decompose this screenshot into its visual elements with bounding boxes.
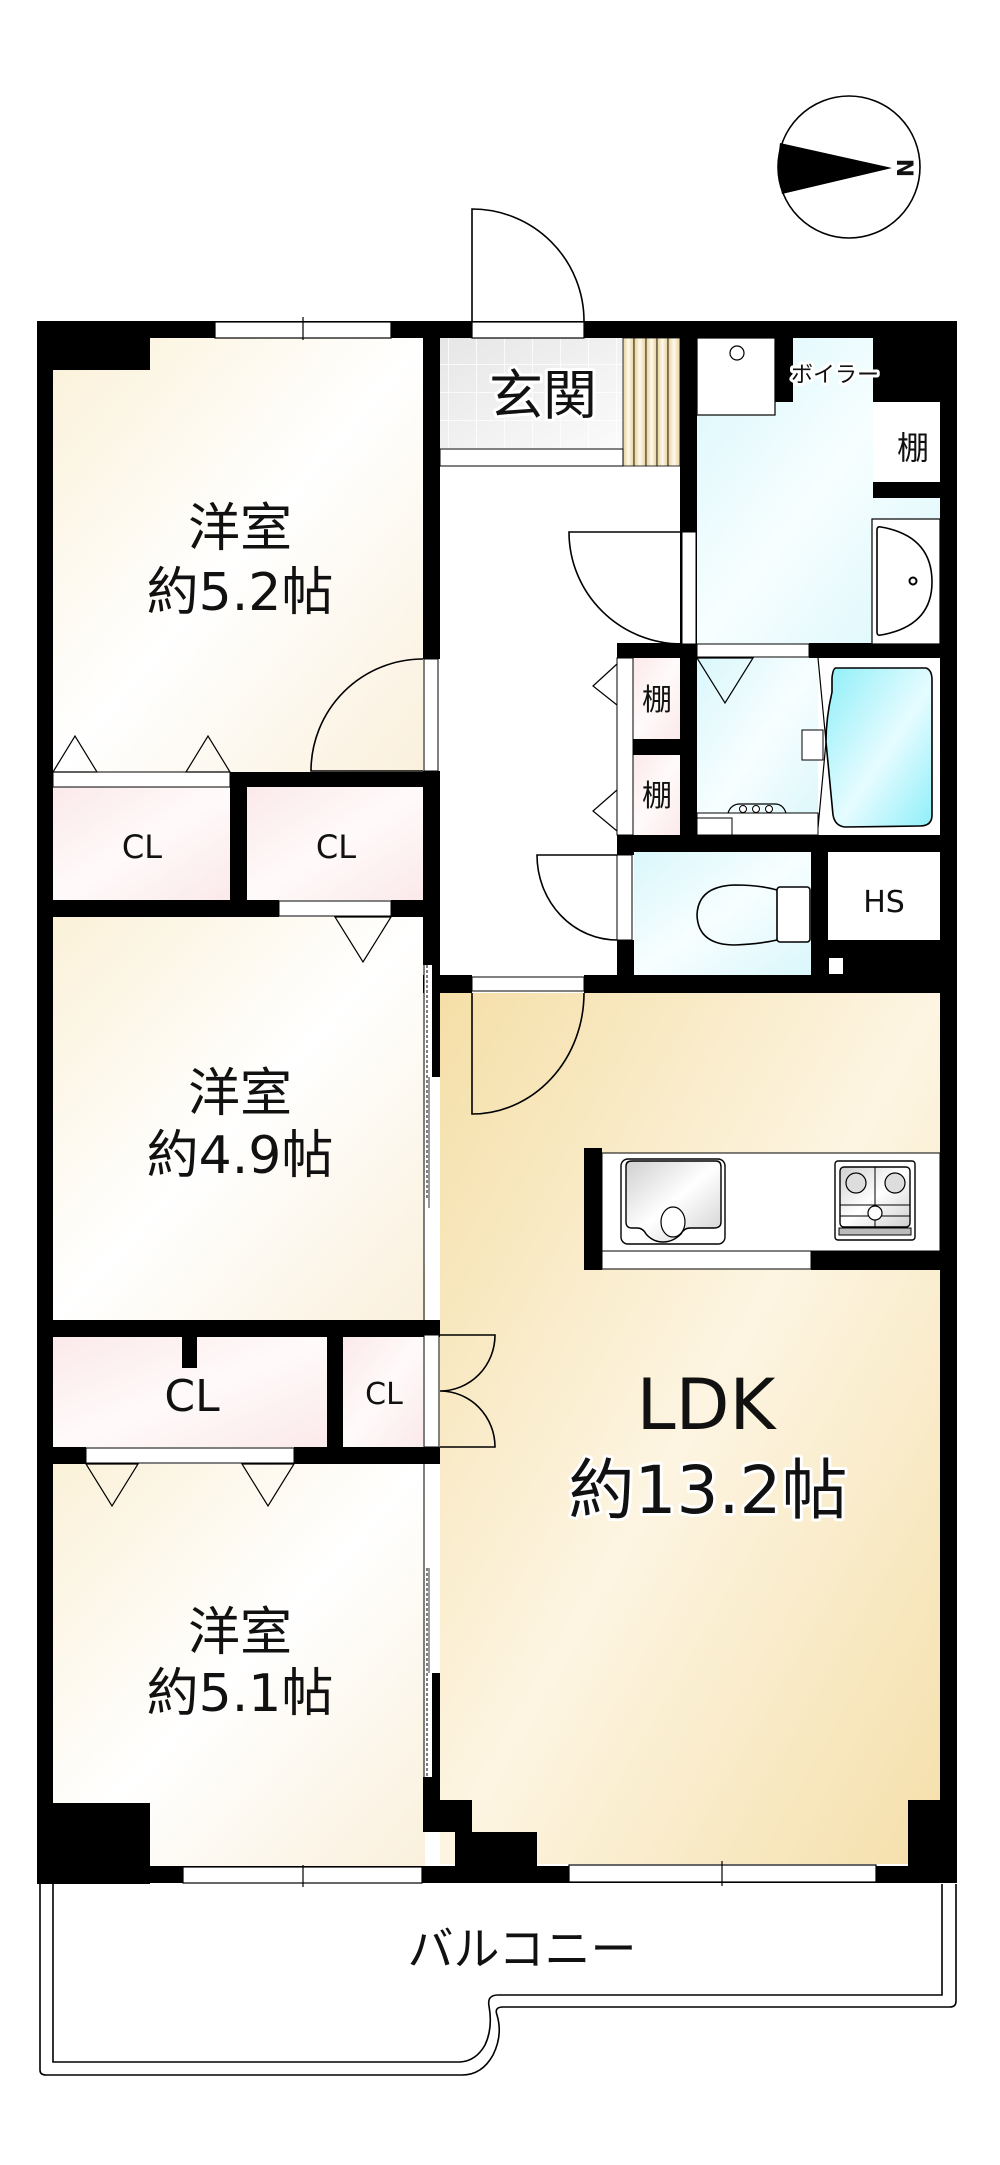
shelf-2-floor xyxy=(633,755,680,835)
bedroom-3-sliding-door[interactable] xyxy=(423,1464,432,1777)
shelf-label-1: 棚 xyxy=(642,683,672,718)
balcony-label: バルコニー xyxy=(407,1922,636,1976)
closet-4-double-door[interactable] xyxy=(423,1334,496,1448)
dressing-room-sliding-door[interactable] xyxy=(696,643,810,658)
washroom-door[interactable] xyxy=(568,531,697,645)
closet-3-label: CL xyxy=(164,1371,220,1422)
room-western-3-floor xyxy=(53,1464,425,1867)
label-ldk: LDK 約13.2帖 xyxy=(566,1364,851,1532)
shoe-cabinet xyxy=(622,337,681,467)
balcony xyxy=(39,1884,957,2076)
compass-north-label: N xyxy=(891,159,916,177)
windows xyxy=(182,317,877,1887)
bedroom-2-sliding-door[interactable] xyxy=(423,965,432,1320)
shelf-label-2: 棚 xyxy=(642,779,672,814)
room-1-name: 洋室 xyxy=(188,499,292,559)
toilet-fixture xyxy=(696,884,811,946)
closet-1-sliding-door[interactable] xyxy=(51,734,232,788)
room-western-1-floor xyxy=(53,338,423,772)
room-2-name: 洋室 xyxy=(188,1064,292,1124)
ldk-name: LDK xyxy=(637,1364,778,1446)
room-1-size: 約5.2帖 xyxy=(147,563,334,623)
genkan-tiles xyxy=(440,338,623,449)
boiler-unit xyxy=(696,337,776,416)
room-1-door[interactable] xyxy=(310,658,439,772)
ldk-door[interactable] xyxy=(471,976,585,1115)
toilet-door[interactable] xyxy=(536,854,633,941)
kitchen-sink xyxy=(620,1158,726,1245)
room-2-size: 約4.9帖 xyxy=(147,1126,334,1186)
shelf-top-right xyxy=(873,402,940,482)
room-3-size: 約5.1帖 xyxy=(147,1664,334,1724)
bathtub xyxy=(825,667,933,828)
closet-1-floor xyxy=(53,787,230,900)
hs-vent xyxy=(829,958,843,974)
gas-stove xyxy=(834,1160,916,1241)
entrance-label: 玄関 xyxy=(489,364,597,427)
compass: N xyxy=(777,95,921,239)
label-room-2: 洋室 約4.9帖 xyxy=(147,1064,334,1186)
label-entrance: 玄関 xyxy=(486,361,600,430)
genkan-step xyxy=(439,448,624,467)
washing-area xyxy=(696,803,819,836)
label-room-1: 洋室 約5.2帖 xyxy=(147,499,334,623)
dressing-room-door-indicator xyxy=(695,657,755,705)
walls xyxy=(37,321,957,1884)
compass-needle-icon xyxy=(778,143,892,194)
ldk-size: 約13.2帖 xyxy=(569,1452,848,1529)
washbasin xyxy=(871,518,941,645)
hs-floor xyxy=(828,852,940,940)
closet-2-sliding-door[interactable] xyxy=(278,900,393,964)
closet-4-floor xyxy=(343,1337,423,1447)
closet-4-label: CL xyxy=(365,1377,403,1412)
hs-label: HS xyxy=(863,885,905,920)
ldk-floor xyxy=(440,993,940,1864)
room-western-2-floor xyxy=(53,917,425,1320)
label-room-3: 洋室 約5.1帖 xyxy=(147,1603,334,1724)
boiler-label: ボイラー xyxy=(791,363,879,388)
entrance-door[interactable] xyxy=(471,208,585,339)
closet-2-floor xyxy=(247,787,423,900)
room-3-name: 洋室 xyxy=(188,1603,292,1663)
closet-2-label: CL xyxy=(316,828,356,866)
closet-1-label: CL xyxy=(122,828,162,866)
shelf-doors[interactable] xyxy=(592,657,634,836)
closet-3-sliding-door[interactable] xyxy=(84,1447,296,1508)
shelf-1-floor xyxy=(633,658,680,739)
shelf-label-washroom: 棚 xyxy=(897,429,929,467)
